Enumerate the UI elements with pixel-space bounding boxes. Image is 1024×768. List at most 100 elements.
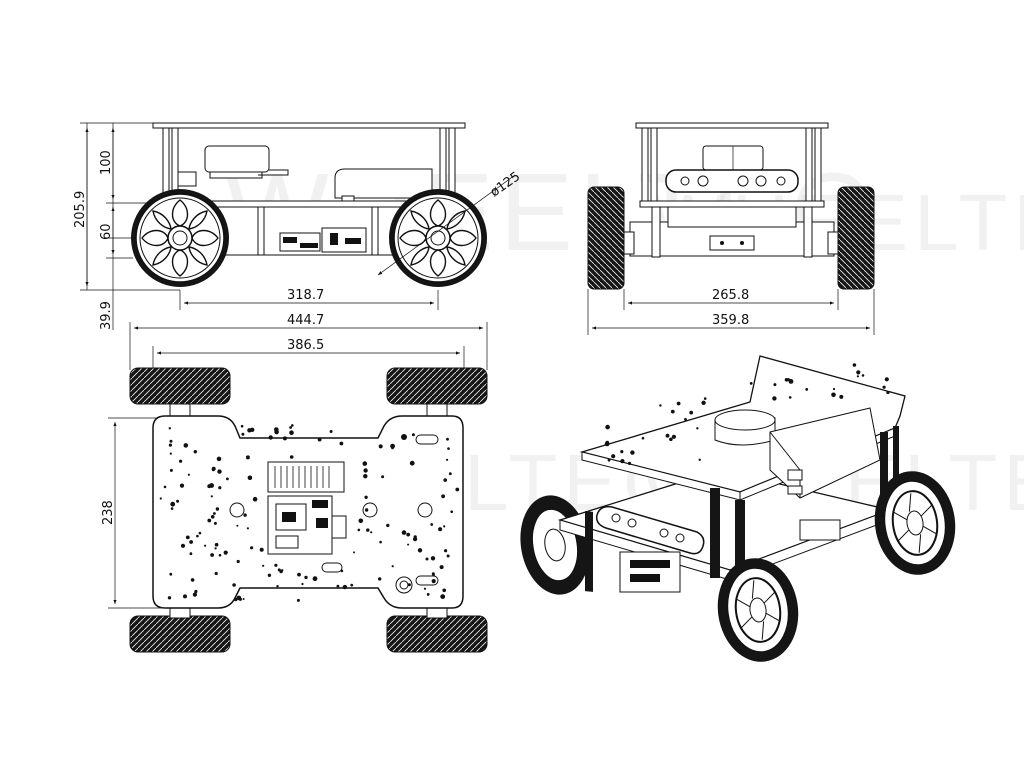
mount-hole <box>364 495 368 499</box>
mount-hole <box>189 540 194 544</box>
mount-hole <box>163 485 167 489</box>
mount-hole <box>259 547 264 552</box>
mount-hole <box>450 510 454 513</box>
mount-hole <box>698 458 701 461</box>
mount-hole <box>193 450 197 454</box>
mount-hole <box>407 543 410 546</box>
mount-hole <box>425 557 429 561</box>
mount-hole <box>217 469 222 474</box>
mount-hole <box>611 454 616 459</box>
mount-hole <box>432 573 435 577</box>
mount-hole <box>282 436 287 441</box>
mount-hole <box>689 410 694 415</box>
mount-hole <box>167 596 172 600</box>
mount-hole <box>213 521 217 525</box>
mount-hole <box>856 375 860 378</box>
mount-hole <box>441 494 445 499</box>
mount-hole <box>358 518 364 524</box>
mount-hole <box>438 527 443 532</box>
mount-hole <box>297 572 301 577</box>
mount-hole <box>226 477 229 481</box>
mount-hole <box>210 553 215 557</box>
mount-hole <box>443 478 448 482</box>
mount-hole <box>406 532 411 537</box>
mount-hole <box>605 424 610 430</box>
mount-hole <box>215 507 220 511</box>
mount-hole <box>277 568 281 572</box>
mount-hole <box>262 564 265 567</box>
mount-hole <box>676 401 681 406</box>
mount-hole <box>696 427 699 430</box>
dim-wheel-center-height: 60 <box>99 223 114 240</box>
mount-hole <box>317 437 322 442</box>
dim-wheelbase: 318.7 <box>287 288 324 303</box>
mount-hole <box>703 397 707 400</box>
mount-hole <box>252 496 258 502</box>
mount-hole <box>401 530 407 535</box>
side-view: 205.9 100 60 39.9 318.7 ø125 <box>73 122 523 330</box>
mount-hole <box>423 587 427 590</box>
mount-hole <box>448 472 452 476</box>
mount-hole <box>684 418 687 421</box>
mount-hole <box>364 508 369 512</box>
dim-axle-span: 386.5 <box>287 338 324 353</box>
mount-hole <box>183 443 189 448</box>
dim-ground-clearance: 39.9 <box>99 301 114 330</box>
mount-hole <box>607 458 611 462</box>
mount-hole <box>659 404 662 407</box>
mount-hole <box>185 535 190 540</box>
mount-hole <box>296 598 300 602</box>
mount-hole <box>218 486 222 490</box>
mount-hole <box>168 443 172 447</box>
mount-hole <box>701 400 706 405</box>
mount-hole <box>884 377 889 382</box>
mount-hole <box>213 512 216 515</box>
mount-hole <box>190 578 195 582</box>
mount-hole <box>223 550 228 555</box>
mount-hole <box>218 553 222 557</box>
mount-hole <box>630 450 635 455</box>
mount-hole <box>246 527 249 530</box>
mount-hole <box>289 426 292 429</box>
mount-hole <box>304 575 308 580</box>
mount-hole <box>274 427 279 432</box>
mount-hole <box>196 534 199 538</box>
mount-hole <box>211 468 215 472</box>
mount-hole <box>291 424 294 427</box>
dim-width: 238 <box>101 500 116 525</box>
mount-hole <box>340 569 344 573</box>
mount-hole <box>381 475 385 479</box>
dim-overall-length: 444.7 <box>287 313 324 328</box>
mount-hole <box>204 544 207 547</box>
mount-hole <box>169 439 173 443</box>
mount-hole <box>379 540 382 544</box>
mount-hole <box>243 513 247 517</box>
mount-hole <box>216 456 222 462</box>
mount-hole <box>210 515 215 519</box>
mount-hole <box>671 434 677 439</box>
mount-hole <box>214 547 217 550</box>
mount-hole <box>627 461 632 465</box>
mount-hole <box>439 565 444 570</box>
mount-hole <box>329 430 333 433</box>
mount-hole <box>411 433 415 437</box>
mount-hole <box>430 523 434 526</box>
mount-hole <box>669 437 673 442</box>
dim-track-outer: 359.8 <box>712 313 749 328</box>
mount-hole <box>187 473 190 476</box>
mount-hole <box>183 594 187 599</box>
mount-hole <box>250 546 254 550</box>
mount-hole <box>245 455 250 460</box>
mount-hole <box>805 388 809 391</box>
mount-hole <box>620 450 624 454</box>
mount-hole <box>249 429 252 432</box>
mount-hole <box>336 584 340 588</box>
mount-hole <box>604 441 610 447</box>
mount-hole <box>363 474 368 479</box>
mount-hole <box>882 385 886 389</box>
mount-hole <box>233 597 238 602</box>
mount-hole <box>350 583 354 587</box>
mount-hole <box>852 363 857 367</box>
mount-hole <box>268 435 273 440</box>
